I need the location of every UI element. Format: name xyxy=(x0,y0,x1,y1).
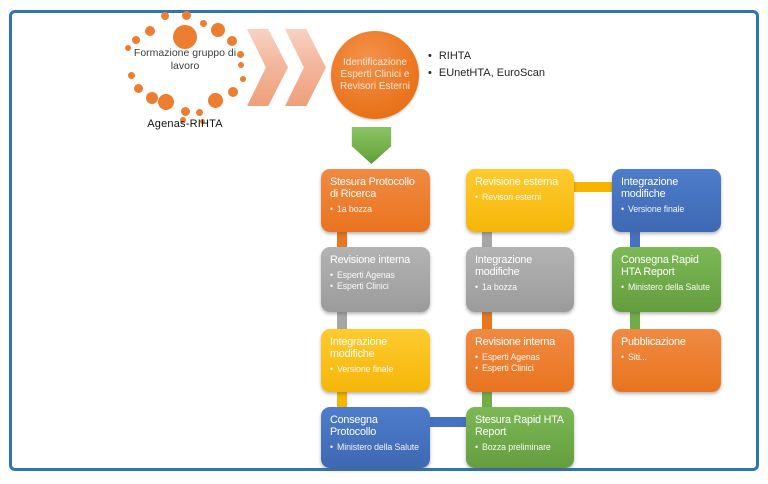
flow-box-stesura-protocollo: Stesura Protocollo di Ricerca 1a bozza xyxy=(321,169,430,232)
box-bullet: Esperti Clinici xyxy=(330,281,425,291)
dot xyxy=(161,12,169,20)
flow-box-integrazione-modifiche-protocollo: Integrazione modifiche Versione finale xyxy=(321,329,430,392)
dot xyxy=(180,106,190,116)
dot xyxy=(240,76,246,82)
flow-box-revisione-interna-report: Revisione interna Esperti Agenas Esperti… xyxy=(466,329,574,392)
connector xyxy=(482,308,492,334)
box-title: Pubblicazione xyxy=(621,336,686,348)
list-item: RIHTA xyxy=(428,50,545,62)
connector xyxy=(337,228,347,252)
box-bullet: Versione finale xyxy=(621,204,716,214)
dot xyxy=(228,87,238,97)
dot xyxy=(127,71,135,79)
connector xyxy=(426,417,470,427)
connector xyxy=(337,308,347,334)
dot xyxy=(158,94,174,110)
connector xyxy=(482,228,492,252)
box-title: Revisione esterna xyxy=(475,176,559,188)
chevron-right-icon xyxy=(285,29,326,106)
agenas-rihta-caption: Agenas-RIHTA xyxy=(147,118,223,130)
flow-box-consegna-rapid-hta-report: Consegna Rapid HTA Report Ministero dell… xyxy=(612,247,721,312)
box-title: Revisione interna xyxy=(475,336,556,348)
dot xyxy=(195,108,203,116)
box-title: Integrazione modifiche xyxy=(330,336,388,361)
dot xyxy=(211,23,225,37)
box-bullet: 1a bozza xyxy=(475,282,569,292)
identification-circle: Identificazione Esperti Clinici e Reviso… xyxy=(331,31,419,119)
flow-box-revisione-esterna: Revisione esterna Revisori esterni xyxy=(466,169,574,232)
box-bullet: Esperti Clinici xyxy=(475,363,569,373)
box-bullet: Esperti Agenas xyxy=(475,352,569,362)
box-title: Stesura Protocollo di Ricerca xyxy=(330,176,415,201)
dot xyxy=(207,92,223,108)
group-formation-label: Formazione gruppo di lavoro xyxy=(133,47,237,73)
box-bullet: Esperti Agenas xyxy=(330,270,425,280)
dot xyxy=(180,117,186,123)
box-bullet: 1a bozza xyxy=(330,204,425,214)
flow-box-integrazione-modifiche-report: Integrazione modifiche 1a bozza xyxy=(466,247,574,312)
box-title: Stesura Rapid HTA Report xyxy=(475,414,564,439)
box-bullet: Versione finale xyxy=(330,364,425,374)
dotted-circle-graphic xyxy=(120,8,255,133)
dot xyxy=(125,45,131,51)
dot xyxy=(132,36,140,44)
flow-box-consegna-protocollo: Consegna Protocollo Ministero della Salu… xyxy=(321,407,430,468)
box-title: Integrazione modifiche xyxy=(621,176,679,201)
dot xyxy=(146,92,158,104)
box-bullet: Bozza preliminare xyxy=(475,442,569,452)
identification-sources-list: RIHTA EUnetHTA, EuroScan xyxy=(428,50,545,84)
box-bullet: Ministero della Salute xyxy=(330,442,425,452)
identification-circle-label: Identificazione Esperti Clinici e Reviso… xyxy=(339,56,411,93)
list-item: EUnetHTA, EuroScan xyxy=(428,67,545,79)
box-title: Consegna Protocollo xyxy=(330,414,378,439)
box-title: Consegna Rapid HTA Report xyxy=(621,254,699,279)
connector xyxy=(337,388,347,412)
dot xyxy=(227,36,237,46)
dot xyxy=(145,26,155,36)
flow-box-integrazione-modifiche-finale: Integrazione modifiche Versione finale xyxy=(612,169,721,232)
dot xyxy=(199,118,205,124)
dot xyxy=(173,25,197,49)
flow-box-stesura-rapid-hta-report: Stesura Rapid HTA Report Bozza prelimina… xyxy=(466,407,574,468)
connector xyxy=(630,228,640,252)
box-title: Revisione interna xyxy=(330,254,411,266)
arrow-down-icon xyxy=(351,127,392,164)
dot xyxy=(238,62,244,68)
dot xyxy=(236,50,244,58)
connector xyxy=(630,308,640,334)
box-bullet: Revisori esterni xyxy=(475,192,569,202)
connector xyxy=(570,182,616,192)
box-bullet: Ministero della Salute xyxy=(621,282,716,292)
connector xyxy=(482,388,492,412)
flow-box-revisione-interna-protocollo: Revisione interna Esperti Agenas Esperti… xyxy=(321,247,430,312)
dot xyxy=(199,19,207,27)
box-bullet: Siti... xyxy=(621,352,716,362)
dot xyxy=(133,83,143,93)
flow-box-pubblicazione: Pubblicazione Siti... xyxy=(612,329,721,392)
box-title: Integrazione modifiche xyxy=(475,254,533,279)
dot xyxy=(181,10,191,20)
